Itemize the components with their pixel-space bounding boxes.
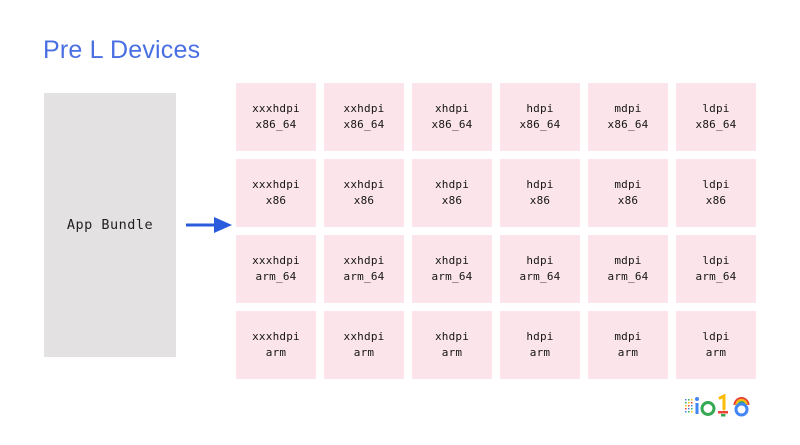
variant-density-label: hdpi xyxy=(526,178,554,192)
variant-abi-label: x86_64 xyxy=(431,118,473,131)
variant-density-label: ldpi xyxy=(702,178,730,192)
variant-abi-label: x86_64 xyxy=(255,118,297,131)
variant-density-label: xxxhdpi xyxy=(252,102,300,116)
variant-abi-label: arm xyxy=(353,346,375,359)
variant-abi-label: x86 xyxy=(617,194,639,207)
variant-density-label: hdpi xyxy=(526,330,554,344)
device-variant-cell: xhdpi x86 xyxy=(412,159,492,227)
device-variant-cell: ldpi x86 xyxy=(676,159,756,227)
variant-density-label: mdpi xyxy=(614,254,642,268)
variant-density-label: xhdpi xyxy=(434,254,470,268)
letter-o xyxy=(700,401,716,416)
page-title: Pre L Devices xyxy=(43,36,201,64)
variant-abi-label: x86 xyxy=(265,194,287,207)
variant-density-label: ldpi xyxy=(702,102,730,116)
variant-density-label: mdpi xyxy=(614,102,642,116)
variant-abi-label: arm xyxy=(705,346,727,359)
variant-density-label: xhdpi xyxy=(434,102,470,116)
variant-abi-label: arm_64 xyxy=(431,270,473,283)
device-variant-cell: xxxhdpi x86 xyxy=(236,159,316,227)
device-variant-cell: xxhdpi x86_64 xyxy=(324,83,404,151)
app-bundle-label: App Bundle xyxy=(66,217,154,233)
variant-abi-label: arm xyxy=(265,346,287,359)
device-variant-cell: hdpi x86_64 xyxy=(500,83,580,151)
variant-abi-label: arm_64 xyxy=(607,270,649,283)
numeral-one xyxy=(718,394,728,417)
variant-density-label: xhdpi xyxy=(434,330,470,344)
device-variant-cell: xxhdpi x86 xyxy=(324,159,404,227)
variant-abi-label: x86_64 xyxy=(695,118,737,131)
device-variant-cell: hdpi arm_64 xyxy=(500,235,580,303)
variant-abi-label: arm_64 xyxy=(343,270,385,283)
variant-abi-label: arm xyxy=(529,346,551,359)
device-variant-cell: hdpi x86 xyxy=(500,159,580,227)
variant-abi-label: x86 xyxy=(705,194,727,207)
variant-density-label: xxxhdpi xyxy=(252,178,300,192)
variant-abi-label: x86 xyxy=(529,194,551,207)
variant-density-label: xxxhdpi xyxy=(252,254,300,268)
variant-density-label: hdpi xyxy=(526,102,554,116)
device-variant-cell: mdpi x86_64 xyxy=(588,83,668,151)
device-variant-cell: ldpi x86_64 xyxy=(676,83,756,151)
variant-abi-label: x86_64 xyxy=(343,118,385,131)
google-io-logo xyxy=(685,394,750,417)
variant-abi-label: arm_64 xyxy=(255,270,297,283)
device-variant-cell: ldpi arm_64 xyxy=(676,235,756,303)
device-variant-cell: xxxhdpi arm xyxy=(236,311,316,379)
variant-density-label: ldpi xyxy=(702,330,730,344)
device-variant-cell: xhdpi arm xyxy=(412,311,492,379)
variant-density-label: xxhdpi xyxy=(343,178,385,192)
hash-icon xyxy=(685,399,693,413)
device-variant-cell: mdpi arm_64 xyxy=(588,235,668,303)
variant-density-label: xhdpi xyxy=(434,178,470,192)
variant-density-label: xxhdpi xyxy=(343,102,385,116)
device-variant-cell: xhdpi x86_64 xyxy=(412,83,492,151)
variant-abi-label: x86 xyxy=(353,194,375,207)
device-variant-cell: mdpi arm xyxy=(588,311,668,379)
variant-density-label: xxhdpi xyxy=(343,254,385,268)
variant-density-label: xxhdpi xyxy=(343,330,385,344)
variant-density-label: ldpi xyxy=(702,254,730,268)
device-variant-cell: xxxhdpi arm_64 xyxy=(236,235,316,303)
variant-density-label: mdpi xyxy=(614,330,642,344)
variant-abi-label: arm_64 xyxy=(519,270,561,283)
device-variant-cell: ldpi arm xyxy=(676,311,756,379)
variant-density-label: mdpi xyxy=(614,178,642,192)
variant-abi-label: x86 xyxy=(441,194,463,207)
variant-abi-label: arm_64 xyxy=(695,270,737,283)
variant-abi-label: x86_64 xyxy=(607,118,649,131)
variant-abi-label: arm xyxy=(441,346,463,359)
letter-i xyxy=(695,397,699,414)
device-variant-cell: xxhdpi arm_64 xyxy=(324,235,404,303)
device-variant-cell: hdpi arm xyxy=(500,311,580,379)
variant-density-label: xxxhdpi xyxy=(252,330,300,344)
device-variant-cell: mdpi x86 xyxy=(588,159,668,227)
right-arrow-icon xyxy=(186,217,232,233)
device-variant-cell: xxxhdpi x86_64 xyxy=(236,83,316,151)
variant-abi-label: arm xyxy=(617,346,639,359)
app-bundle-box: App Bundle xyxy=(44,93,176,357)
device-variant-cell: xhdpi arm_64 xyxy=(412,235,492,303)
device-variant-cell: xxhdpi arm xyxy=(324,311,404,379)
variant-density-label: hdpi xyxy=(526,254,554,268)
numeral-eight xyxy=(733,397,750,417)
variant-abi-label: x86_64 xyxy=(519,118,561,131)
